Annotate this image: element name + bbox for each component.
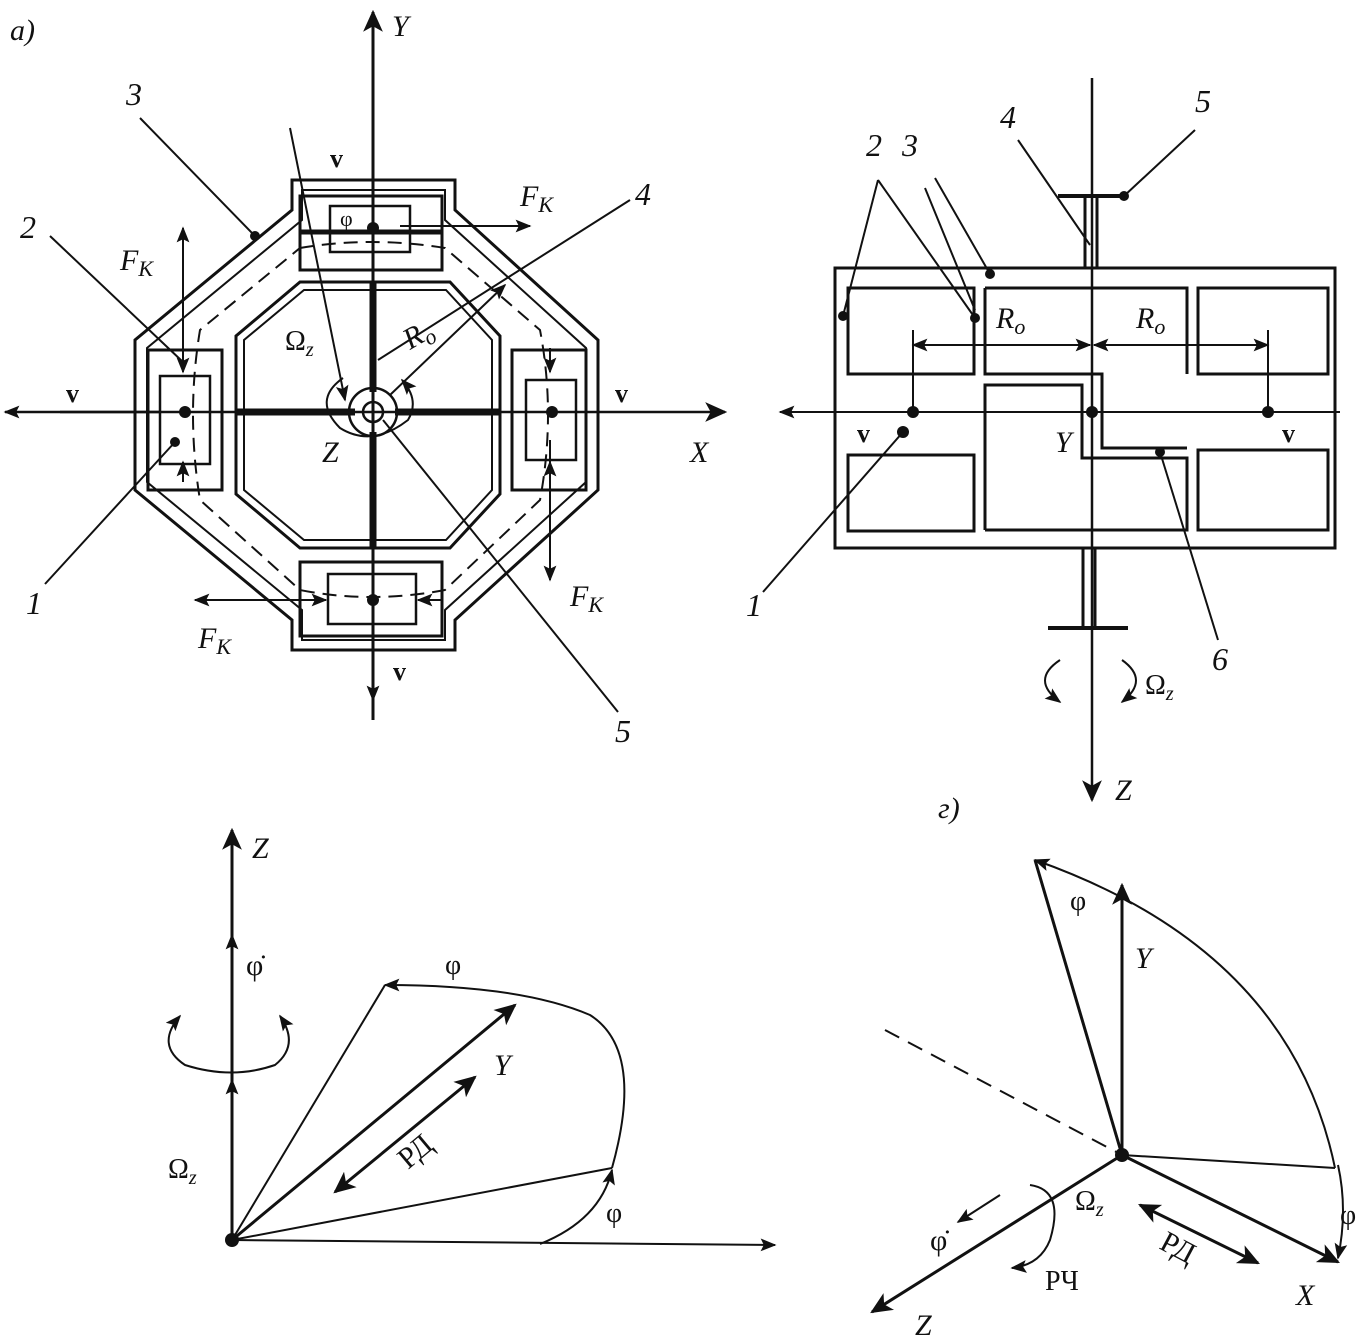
radius-label-b-left: Rо: [995, 302, 1025, 339]
dashed-line-d: [884, 1029, 1123, 1156]
axis-x-label: X: [689, 436, 710, 469]
callout-2: 2: [20, 209, 36, 245]
callout-b-2: 2: [866, 127, 882, 163]
force-label-top: FК: [519, 180, 554, 217]
phi-label-c-top: φ: [445, 950, 461, 981]
mass-top-inner: [328, 204, 412, 254]
force-label-left: FК: [119, 244, 154, 281]
phi-label-d-right: φ: [1340, 1200, 1356, 1231]
callout-b-4: 4: [1000, 99, 1016, 135]
rd-label-c: РД: [391, 1128, 439, 1176]
axis-x-d: [1121, 1153, 1340, 1264]
omega-label-d: Ωz: [1075, 1186, 1104, 1221]
axis-y-label: Y: [392, 10, 412, 43]
callout-b-1: 1: [746, 587, 762, 623]
callout-b-3: 3: [901, 127, 918, 163]
callout-1: 1: [26, 585, 42, 621]
omega-label-b: Ωz: [1145, 670, 1174, 705]
center-dot-right: [546, 406, 558, 418]
axis-y-label-b: Y: [1055, 426, 1075, 459]
axis-y-label-c: Y: [494, 1049, 514, 1082]
panel-a-letter: а): [10, 14, 35, 47]
axis-z-label-c: Z: [252, 832, 269, 865]
panel-a: а): [3, 9, 728, 749]
velocity-label-b-left: v: [857, 419, 870, 448]
inner-octagon: [234, 280, 502, 550]
velocity-label-bottom: v: [393, 657, 406, 686]
axis-z-d: [870, 1153, 1123, 1314]
rd-arrow-d: [1138, 1203, 1260, 1265]
panel-d: г) Y X Z φ φ φ̇ Ωz РД РЧ: [870, 792, 1356, 1341]
omega-label-c: Ωz: [168, 1154, 197, 1189]
axis-x-label-d: X: [1295, 1279, 1316, 1312]
callout-4: 4: [635, 176, 651, 212]
axis-z-label-b: Z: [1115, 774, 1132, 807]
callout-b-6: 6: [1212, 641, 1228, 677]
panel-b: Z Y v v Rо Rо Ωz 1 2 3 4 5 6: [746, 78, 1340, 807]
omega-label: Ωz: [285, 326, 314, 361]
callout-5: 5: [615, 713, 631, 749]
phi-dot-label-c: φ̇: [246, 949, 265, 982]
center-dot-top: [367, 222, 379, 234]
rd-arrow-c: [333, 1075, 477, 1194]
panel-c: Z Y φ̇ Ωz φ φ РД: [165, 827, 777, 1252]
axis-z-label-d: Z: [915, 1309, 932, 1341]
axis-y-c: [231, 1003, 517, 1242]
force-label-bottom: FК: [197, 622, 232, 659]
callout-b-5: 5: [1195, 83, 1211, 119]
rch-label-d: РЧ: [1045, 1266, 1079, 1297]
outer-frame-inner-line: [146, 189, 587, 641]
velocity-label-right: v: [615, 379, 628, 408]
velocity-label-left: v: [66, 379, 79, 408]
velocity-label-top: v: [330, 144, 343, 173]
panel-d-letter: г): [938, 792, 960, 825]
phi-dot-label-d: φ̇: [930, 1224, 949, 1257]
axis-z-label: Z: [322, 436, 339, 469]
velocity-label-b-right: v: [1282, 419, 1295, 448]
outer-frame: [133, 178, 600, 652]
radius-label-b-right: Rо: [1135, 302, 1165, 339]
base-line-c: [231, 1238, 777, 1252]
center-dot-bottom: [367, 594, 379, 606]
phi-label-d-top: φ: [1070, 886, 1086, 917]
phi-label-a: φ: [340, 206, 353, 231]
axis-y-label-d: Y: [1135, 942, 1155, 975]
radius-arrow: [389, 283, 507, 396]
callout-3: 3: [125, 76, 142, 112]
mass-left-outer: [146, 348, 224, 492]
force-label-right: FК: [569, 580, 604, 617]
phi-label-c-bottom: φ: [606, 1198, 622, 1229]
center-dot-left: [179, 406, 191, 418]
omega-arc: [325, 377, 417, 438]
